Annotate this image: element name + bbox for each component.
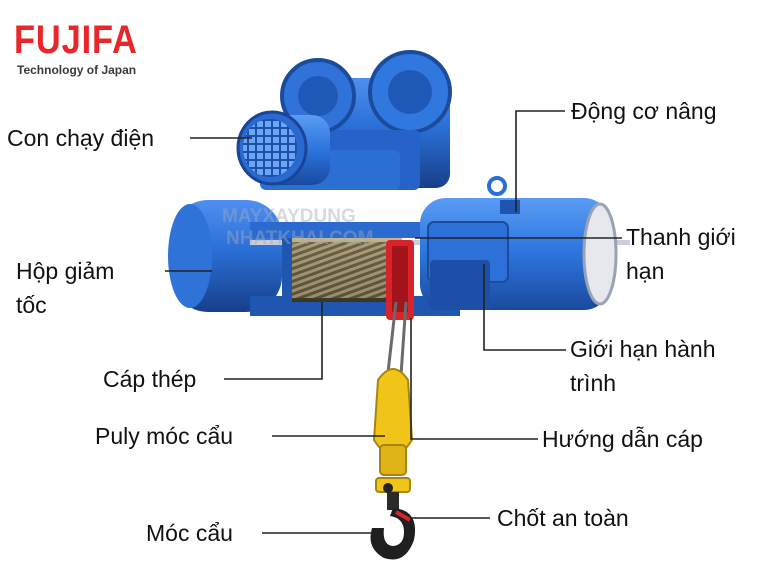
trolley-motor [236, 110, 330, 186]
label-puly-moc-cau: Puly móc cẩu [95, 423, 234, 449]
label-thanh-gioi-han-line1: Thanh giới [626, 224, 736, 250]
brand-tagline: Technology of Japan [17, 63, 137, 77]
leader-huong-dan-cap [410, 318, 538, 440]
label-gioi-han-hanh-trinh-line2: trình [570, 370, 617, 396]
label-dong-co-nang: Động cơ nâng [571, 98, 717, 124]
label-huong-dan-cap: Hướng dẫn cáp [542, 426, 703, 452]
label-gioi-han-hanh-trinh-line1: Giới hạn hành [570, 336, 716, 362]
watermark-line1: MAYXAYDUNG [222, 206, 356, 227]
brand-name: FUJIFA [14, 18, 138, 62]
label-moc-cau: Móc cẩu [146, 520, 233, 546]
label-hop-giam-toc-line2: tốc [16, 292, 47, 318]
travel-limit-switch [430, 260, 490, 310]
label-con-chay-dien: Con chạy điện [7, 125, 155, 151]
label-chot-an-toan: Chốt an toàn [497, 505, 629, 531]
hook-block [372, 368, 414, 493]
trolley [260, 50, 452, 190]
label-cap-thep: Cáp thép [103, 366, 197, 392]
leader-lines [165, 110, 622, 534]
label-hop-giam-toc-line1: Hộp giảm [16, 258, 115, 284]
watermark-line2: NHATKHAI.COM [226, 228, 374, 249]
leader-gioi-han-hanh-trinh [483, 264, 566, 351]
leader-cap-thep [224, 302, 323, 380]
leader-dong-co-nang [515, 110, 565, 212]
label-thanh-gioi-han-line2: hạn [626, 258, 665, 284]
wire-drum [282, 238, 402, 302]
brand-logo: FUJIFA Technology of Japan [14, 20, 158, 77]
crane-hook [370, 492, 416, 560]
watermark: MAYXAYDUNG NHATKHAI.COM [222, 206, 373, 250]
cable-guide [386, 240, 414, 320]
frame-rail [250, 222, 460, 238]
